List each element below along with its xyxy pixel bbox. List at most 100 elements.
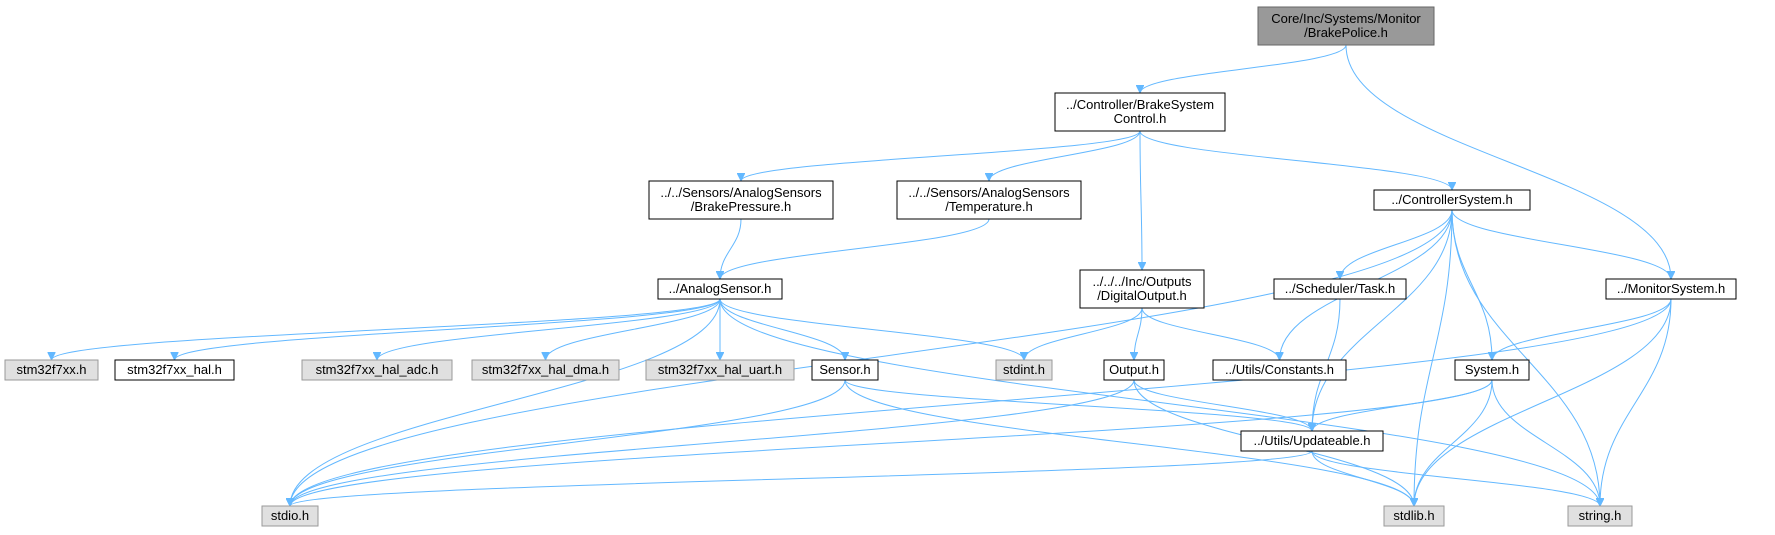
node-box (645, 359, 795, 381)
node-box (1273, 278, 1407, 300)
node-temp[interactable]: ../../Sensors/AnalogSensors/Temperature.… (896, 180, 1082, 220)
edge-root-to-ms (1345, 44, 1671, 279)
node-label: stm32f7xx.h (16, 362, 86, 377)
node-box (995, 359, 1053, 381)
node-label: Control.h (1114, 111, 1167, 126)
edge-sys-to-stdio (290, 379, 1493, 507)
node-label: /BrakePolice.h (1304, 25, 1388, 40)
edge-sys-to-stdlib (1414, 379, 1493, 506)
edge-upd-to-stdlib (1311, 450, 1414, 507)
node-label: stm32f7xx_hal_dma.h (482, 362, 609, 377)
edge-output-to-upd (1133, 379, 1312, 432)
node-upd[interactable]: ../Utils/Updateable.h (1240, 430, 1384, 452)
node-label: string.h (1579, 508, 1622, 523)
edge-output-to-stdio (290, 379, 1135, 506)
node-cs[interactable]: ../ControllerSystem.h (1373, 189, 1531, 211)
node-label: ../MonitorSystem.h (1617, 281, 1725, 296)
edge-as-to-adc (377, 298, 721, 361)
edge-do-to-stdint (1024, 307, 1143, 361)
edge-cs-to-upd (1312, 209, 1453, 431)
node-do[interactable]: ../../../Inc/Outputs/DigitalOutput.h (1079, 269, 1205, 309)
edge-as-to-stm (52, 298, 721, 361)
graph-nodes: Core/Inc/Systems/Monitor/BrakePolice.h..… (4, 6, 1737, 527)
node-label: Sensor.h (819, 362, 870, 377)
node-string: string.h (1567, 505, 1633, 527)
edge-do-to-output (1134, 307, 1143, 360)
edge-sensor-to-stdio (290, 379, 846, 506)
node-box (1257, 6, 1435, 46)
node-box (1605, 278, 1737, 300)
node-label: /DigitalOutput.h (1097, 288, 1187, 303)
node-label: ../Utils/Updateable.h (1253, 433, 1370, 448)
edge-as-to-hal (175, 298, 721, 361)
node-box (657, 278, 783, 300)
node-box (114, 359, 235, 381)
node-box (1240, 430, 1384, 452)
node-label: ../Scheduler/Task.h (1285, 281, 1396, 296)
edge-as-to-stdio (290, 298, 721, 506)
node-box (1103, 359, 1165, 381)
edge-cs-to-stdlib (1414, 209, 1453, 506)
node-label: /Temperature.h (945, 199, 1032, 214)
node-box (1079, 269, 1205, 309)
node-label: stm32f7xx_hal_uart.h (658, 362, 782, 377)
node-label: /BrakePressure.h (691, 199, 791, 214)
node-root[interactable]: Core/Inc/Systems/Monitor/BrakePolice.h (1257, 6, 1435, 46)
node-box (1212, 359, 1347, 381)
edge-ms-to-stdio (290, 298, 1672, 506)
node-output[interactable]: Output.h (1103, 359, 1165, 381)
node-box (1054, 92, 1226, 132)
node-label: ../../Sensors/AnalogSensors (660, 185, 822, 200)
node-box (301, 359, 453, 381)
node-hal[interactable]: stm32f7xx_hal.h (114, 359, 235, 381)
edge-cs-to-sys (1451, 209, 1492, 360)
node-box (896, 180, 1082, 220)
edge-sensor-to-upd (844, 379, 1312, 432)
node-label: stm32f7xx_hal.h (127, 362, 222, 377)
edge-sys-to-string (1491, 379, 1600, 506)
edge-root-to-bsc (1140, 44, 1347, 94)
node-sys[interactable]: System.h (1454, 359, 1530, 381)
edge-temp-to-as (720, 218, 990, 280)
node-label: stm32f7xx_hal_adc.h (316, 362, 439, 377)
node-stm: stm32f7xx.h (4, 359, 99, 381)
edge-cs-to-string (1451, 209, 1600, 506)
node-box (1567, 505, 1633, 527)
node-ms[interactable]: ../MonitorSystem.h (1605, 278, 1737, 300)
edge-do-to-const (1141, 307, 1280, 361)
edge-bsc-to-bp (741, 130, 1141, 182)
node-box (1373, 189, 1531, 211)
node-box (471, 359, 620, 381)
node-bp[interactable]: ../../Sensors/AnalogSensors/BrakePressur… (648, 180, 834, 220)
edge-bsc-to-temp (989, 130, 1141, 182)
node-sensor[interactable]: Sensor.h (811, 359, 879, 381)
node-box (1454, 359, 1530, 381)
node-task[interactable]: ../Scheduler/Task.h (1273, 278, 1407, 300)
node-box (811, 359, 879, 381)
node-label: ../Controller/BrakeSystem (1066, 97, 1214, 112)
node-label: ../../Sensors/AnalogSensors (908, 185, 1070, 200)
node-uart: stm32f7xx_hal_uart.h (645, 359, 795, 381)
node-as[interactable]: ../AnalogSensor.h (657, 278, 783, 300)
graph-edges (52, 44, 1672, 507)
node-label: stdint.h (1003, 362, 1045, 377)
edge-bsc-to-cs (1139, 130, 1452, 191)
edge-cs-to-task (1340, 209, 1453, 280)
edge-upd-to-string (1311, 450, 1600, 507)
edge-ms-to-sys (1492, 298, 1672, 361)
edge-cs-to-ms (1451, 209, 1671, 280)
node-stdint: stdint.h (995, 359, 1053, 381)
edge-ms-to-string (1600, 298, 1672, 506)
edge-as-to-stdint (719, 298, 1024, 361)
node-label: ../../../Inc/Outputs (1093, 274, 1192, 289)
node-label: Core/Inc/Systems/Monitor (1271, 11, 1421, 26)
node-const[interactable]: ../Utils/Constants.h (1212, 359, 1347, 381)
edge-ms-to-stdlib (1414, 298, 1672, 506)
edge-cs-to-stdio (290, 209, 1453, 506)
node-box (261, 505, 319, 527)
node-dma: stm32f7xx_hal_dma.h (471, 359, 620, 381)
node-label: stdlib.h (1393, 508, 1434, 523)
node-label: System.h (1465, 362, 1519, 377)
